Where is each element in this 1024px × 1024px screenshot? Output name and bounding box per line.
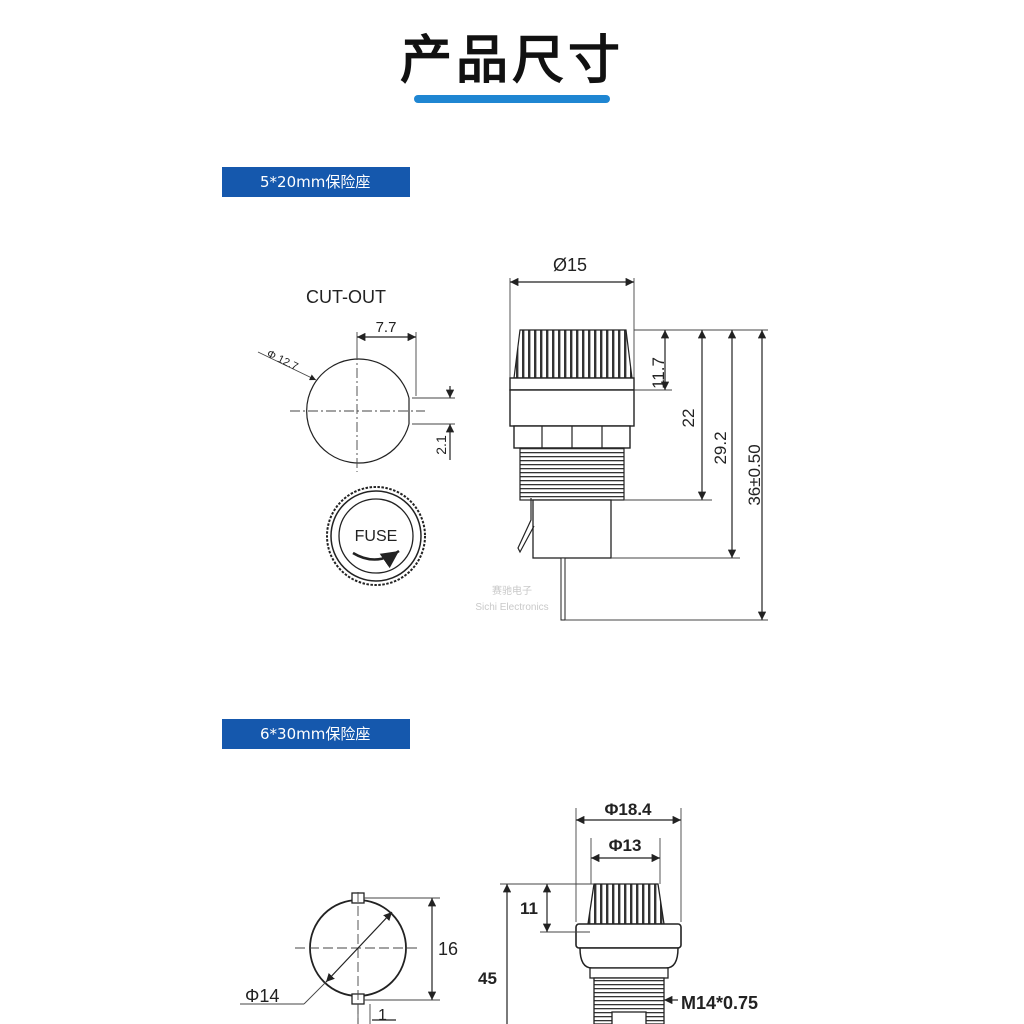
cutout-outline — [306, 358, 410, 464]
dim-m14: M14*0.75 — [681, 993, 758, 1013]
watermark-cn: 赛驰电子 — [492, 584, 532, 597]
title-underline — [414, 95, 610, 103]
dim-phi13: Φ13 — [609, 836, 642, 855]
section-label-5x20: 5*20mm保险座 — [222, 167, 410, 197]
holder-side-view-6x30: Φ18.4 Φ13 11 45 M14*0.75 — [478, 800, 758, 1024]
dim-22: 22 — [679, 409, 698, 428]
dim-29-2: 29.2 — [711, 431, 730, 464]
holder-side-view-5x20: Ø15 11.7 22 29.2 36±0.50 — [475, 255, 768, 621]
dim-16: 16 — [438, 939, 458, 959]
fuse-cap-top-view: FUSE — [326, 486, 426, 586]
dim-11-7: 11.7 — [649, 357, 668, 389]
page-title: 产品尺寸 — [399, 31, 624, 91]
rotate-arrow-icon — [352, 549, 400, 569]
dim-phi18-4: Φ18.4 — [604, 800, 652, 819]
dim-phi14: Φ14 — [245, 986, 279, 1006]
dim-2-1: 2.1 — [433, 435, 449, 455]
dim-phi-12-7: Φ 12.7 — [265, 348, 300, 373]
cutout-drawing: CUT-OUT 7.7 Φ 12.7 2.1 — [257, 287, 455, 472]
dim-7-7: 7.7 — [376, 319, 397, 336]
cutout-title: CUT-OUT — [306, 287, 386, 307]
panel-cutout-6x30: Φ14 16 1 — [240, 892, 458, 1024]
section-label-6x30: 6*30mm保险座 — [222, 719, 410, 749]
dim-11: 11 — [520, 899, 538, 918]
dim-d15: Ø15 — [553, 255, 587, 275]
watermark-en: Sichi Electronics — [475, 602, 548, 613]
dim-45: 45 — [478, 969, 497, 988]
dim-1: 1 — [378, 1007, 387, 1024]
fuse-cap-label: FUSE — [355, 528, 398, 545]
dim-36: 36±0.50 — [745, 444, 764, 505]
